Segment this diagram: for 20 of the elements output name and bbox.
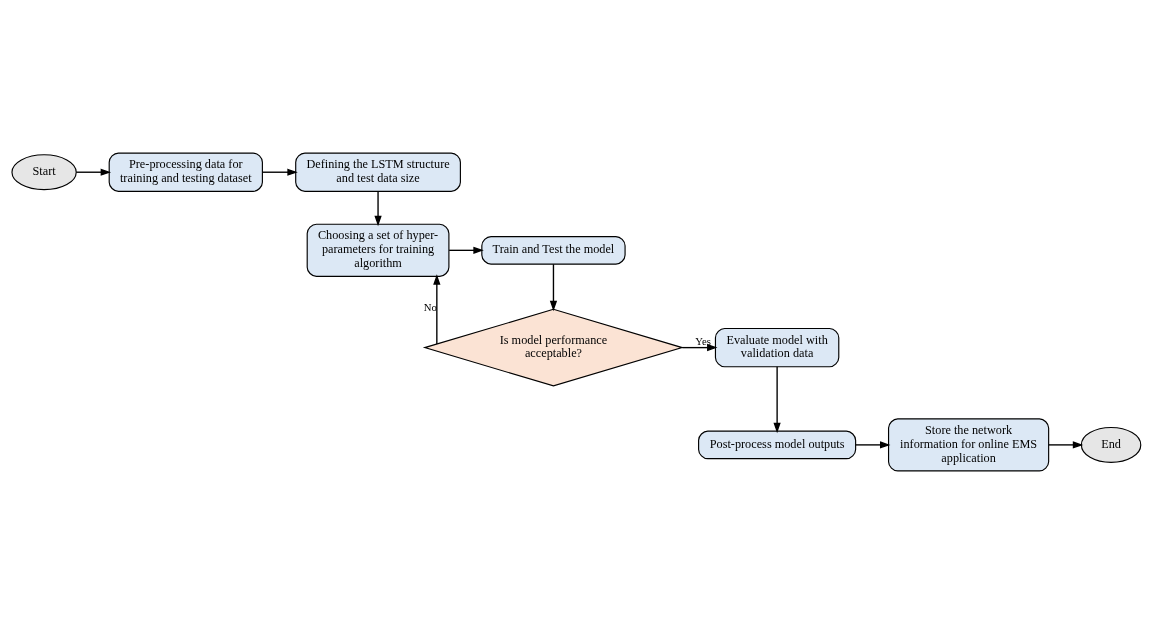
node-box: Post-process model outputs: [698, 430, 857, 459]
arrow: [374, 190, 382, 226]
arrow: [448, 246, 484, 254]
arrow: [75, 168, 112, 176]
node-box: Choosing a set of hyper-parameters for training algorithm: [306, 223, 450, 277]
arrow: [549, 263, 558, 311]
node-ellipse: Start: [11, 153, 77, 190]
edge-label: Yes: [695, 334, 711, 347]
node-box: Pre-processing data for training and testing dataset: [108, 152, 263, 192]
arrow: [1048, 440, 1084, 449]
arrow: [681, 343, 718, 351]
node-box: Train and Test the model: [481, 235, 626, 265]
arrow: [855, 440, 891, 449]
arrow: [261, 168, 298, 176]
arrow: [773, 365, 781, 433]
node-ellipse: End: [1080, 426, 1142, 463]
arrow: [433, 273, 441, 345]
node-box: Evaluate model with validation data: [714, 327, 840, 367]
node-box: Defining the LSTM structure and test data size: [295, 152, 461, 192]
node-box: Store the network information for online EMS application: [888, 417, 1050, 471]
